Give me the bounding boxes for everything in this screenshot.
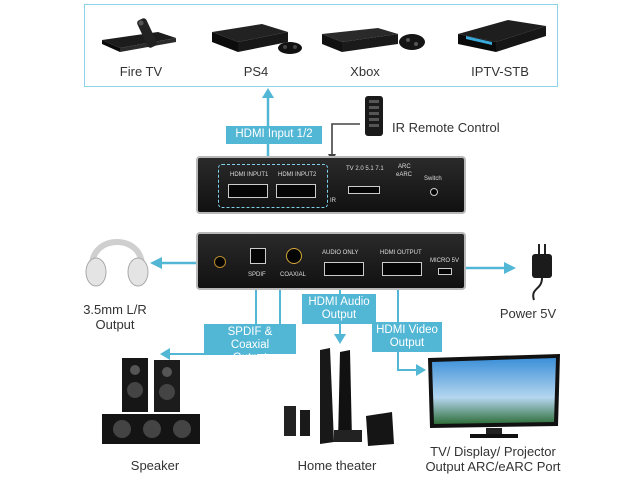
source-label-iptv-stb: IPTV-STB (471, 64, 529, 79)
hdmi-input-tag: HDMI Input 1/2 (226, 126, 322, 144)
arc-label: ARC (398, 164, 411, 170)
earc-label: eARC (396, 172, 413, 178)
xbox-icon (318, 14, 428, 58)
headphone-jack (214, 256, 226, 268)
ir-sensor-label: IR (330, 198, 336, 204)
spdif-label: SPDIF (248, 272, 266, 278)
source-devices-panel (84, 4, 558, 87)
headphone-icon (82, 226, 152, 290)
power-adapter-icon (524, 240, 560, 304)
hdmi-input1-label: HDMI INPUT1 (230, 172, 269, 178)
speaker-output-label: Speaker (130, 458, 180, 473)
source-label-ps4: PS4 (243, 64, 269, 79)
spdif-coaxial-tag: SPDIF & Coaxial Output (204, 324, 296, 364)
tv-icon (426, 352, 562, 442)
speaker-icon (96, 354, 208, 448)
ps4-icon (208, 12, 308, 58)
ir-remote-icon (362, 94, 386, 138)
audio-only-port (324, 262, 364, 276)
coaxial-port (286, 248, 302, 264)
hdmi-output-label: HDMI OUTPUT (380, 250, 422, 256)
mode-switch (348, 186, 380, 194)
source-label-xbox: Xbox (350, 64, 380, 79)
tv-output-label: TV/ Display/ Projector Output ARC/eARC P… (425, 444, 561, 474)
headphone-output-label: 3.5mm L/R Output (83, 302, 147, 332)
hdmi-video-tag: HDMI Video Output (372, 322, 442, 352)
power-output-label: Power 5V (499, 306, 557, 321)
micro5v-port (438, 268, 452, 275)
hdmi-input1-port (228, 184, 268, 198)
home-theater-output-label: Home theater (297, 458, 377, 473)
hdmi-audio-tag: HDMI Audio Output (302, 294, 376, 324)
rear-panel-device: SPDIF COAXIAL AUDIO ONLY HDMI OUTPUT MIC… (196, 232, 466, 290)
iptv-stb-icon (452, 12, 552, 58)
fire-tv-icon (98, 14, 194, 58)
micro5v-label: MICRO 5V (430, 258, 460, 264)
source-label-fire-tv: Fire TV (119, 64, 163, 79)
hdmi-inputs-highlight (218, 164, 328, 208)
spdif-port (250, 248, 266, 264)
hdmi-input2-label: HDMI INPUT2 (278, 172, 317, 178)
tv-mode-label: TV 2.0 5.1 7.1 (346, 166, 384, 172)
switch-button (430, 188, 438, 196)
hdmi-output-port (382, 262, 422, 276)
home-theater-icon (280, 346, 400, 448)
ir-remote-label: IR Remote Control (392, 120, 500, 135)
coaxial-label: COAXIAL (280, 272, 307, 278)
audio-only-label: AUDIO ONLY (322, 250, 359, 256)
hdmi-input2-port (276, 184, 316, 198)
switch-label: Switch (424, 176, 442, 182)
front-panel-device: HDMI INPUT1 HDMI INPUT2 IR TV 2.0 5.1 7.… (196, 156, 466, 214)
